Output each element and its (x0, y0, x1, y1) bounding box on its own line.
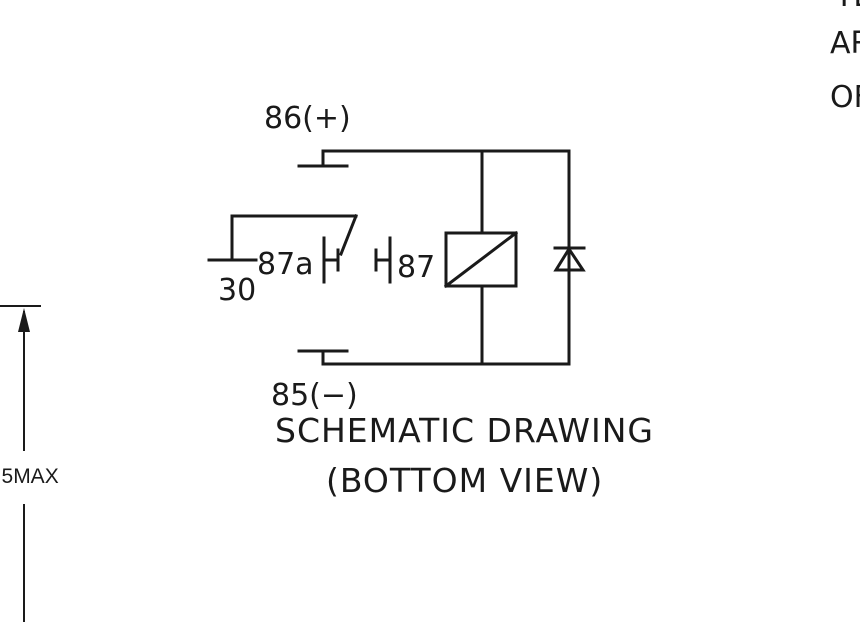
right-fragment-middle: AR (830, 26, 860, 61)
right-fragment-top: TE (835, 0, 860, 12)
pin-label-85: 85(−) (271, 378, 358, 413)
diode (553, 246, 586, 272)
caption-bottom-view: (BOTTOM VIEW) (326, 461, 604, 500)
caption-schematic-drawing: SCHEMATIC DRAWING (275, 411, 654, 450)
wire-86 (321, 149, 571, 366)
pin-label-87a: 87a (257, 247, 314, 282)
pin-label-86: 86(+) (264, 101, 351, 136)
dimension-label: 3.5MAX (0, 465, 59, 488)
relay-coil (444, 231, 518, 288)
relay-coil-diagonal (443, 230, 519, 289)
wire-30 (230, 214, 358, 260)
pin-label-87: 87 (397, 250, 436, 285)
dimension-arrowhead (18, 308, 30, 332)
right-fragment-bottom: OF (830, 80, 860, 115)
switch-blade (339, 214, 358, 256)
pin-label-30: 30 (218, 273, 257, 308)
